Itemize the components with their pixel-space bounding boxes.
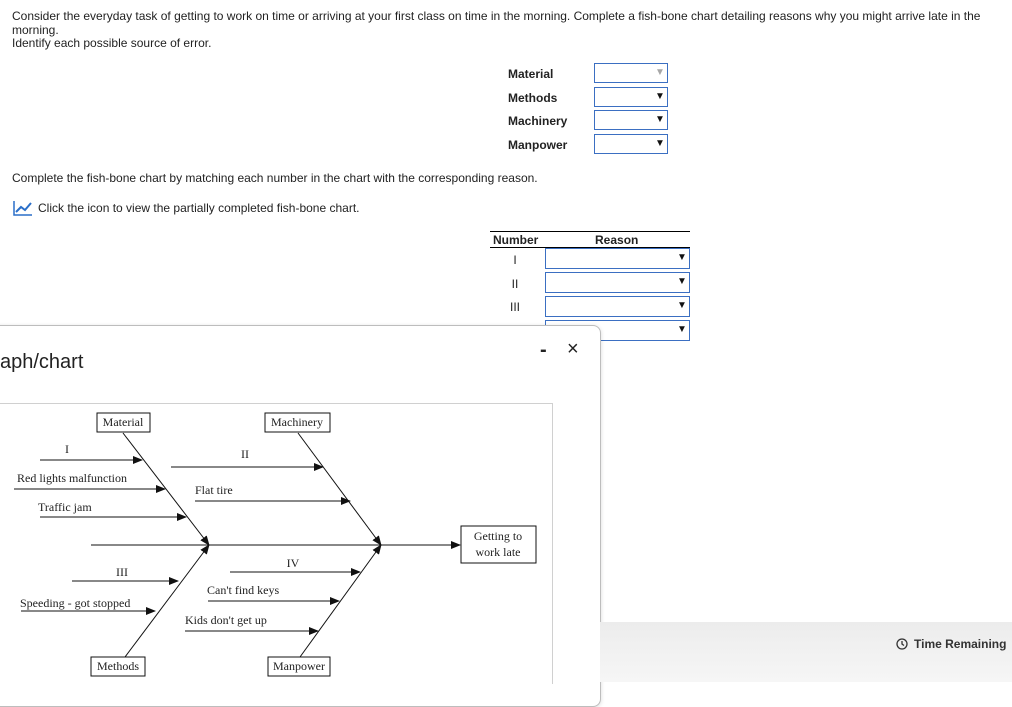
chart-frame: [0, 403, 553, 684]
clock-icon: [896, 638, 908, 650]
category-select-manpower[interactable]: ▼: [594, 134, 668, 154]
footer-bar: [600, 622, 1012, 682]
chart-icon-link-text[interactable]: Click the icon to view the partially com…: [38, 201, 360, 215]
col-header-reason: Reason: [595, 233, 639, 247]
cause-red-lights: Red lights malfunction: [17, 471, 127, 485]
effect-text-2: work late: [476, 545, 521, 559]
dropdown-arrow-icon: ▼: [655, 114, 665, 125]
bone-manpower: [299, 544, 382, 658]
num-iv-label: IV: [287, 556, 300, 570]
reason-select-1[interactable]: ▼: [545, 248, 690, 269]
bone-machinery: [297, 432, 382, 546]
category-select-machinery[interactable]: ▼: [594, 110, 668, 130]
dropdown-arrow-icon: ▼: [655, 67, 665, 78]
question-text: Consider the everyday task of getting to…: [12, 9, 981, 37]
table-header-rule: [490, 247, 690, 248]
fishbone-diagram: Material Machinery Methods Manpower Gett…: [14, 412, 537, 677]
category-select-methods[interactable]: ▼: [594, 87, 668, 107]
num-iii-label: III: [116, 565, 128, 579]
number-cell: I: [513, 253, 517, 267]
minimize-icon[interactable]: -: [540, 339, 547, 361]
line-chart-icon[interactable]: [12, 199, 34, 217]
box-material: [96, 412, 151, 433]
col-header-number: Number: [493, 233, 539, 247]
category-label-material: Material: [508, 67, 554, 81]
box-machinery: [264, 412, 331, 433]
chart-popup-window: [0, 325, 601, 707]
num-ii-label: II: [241, 447, 249, 461]
bone-material: [122, 432, 210, 546]
dropdown-arrow-icon: ▼: [677, 300, 687, 311]
dropdown-arrow-icon: ▼: [655, 138, 665, 149]
match-instruction: Complete the fish-bone chart by matching…: [12, 171, 538, 185]
cat-methods-text: Methods: [97, 659, 139, 673]
time-remaining-label: Time Remaining: [914, 637, 1007, 651]
cause-keys: Can't find keys: [207, 583, 279, 597]
reason-select-3[interactable]: ▼: [545, 296, 690, 317]
effect-text-1: Getting to: [474, 529, 522, 543]
cat-machinery-text: Machinery: [271, 415, 323, 429]
dropdown-arrow-icon: ▼: [677, 252, 687, 263]
dropdown-arrow-icon: ▼: [677, 276, 687, 287]
reason-select-2[interactable]: ▼: [545, 272, 690, 293]
cat-material-text: Material: [103, 415, 144, 429]
bone-methods: [124, 544, 210, 658]
dropdown-arrow-icon: ▼: [655, 91, 665, 102]
category-label-manpower: Manpower: [508, 138, 568, 152]
popup-title: aph/chart: [0, 351, 84, 373]
dropdown-arrow-icon: ▼: [677, 324, 687, 335]
category-label-methods: Methods: [508, 91, 558, 105]
num-i-label: I: [65, 442, 69, 456]
cause-traffic-jam: Traffic jam: [38, 500, 92, 514]
time-remaining[interactable]: Time Remaining: [896, 637, 1006, 651]
cause-speeding: Speeding - got stopped: [20, 596, 130, 610]
box-effect: [460, 525, 537, 564]
number-cell: III: [509, 300, 520, 314]
close-icon[interactable]: ×: [567, 338, 579, 360]
box-methods: [90, 656, 146, 677]
cat-manpower-text: Manpower: [273, 659, 325, 673]
category-select-material[interactable]: ▼: [594, 63, 668, 83]
box-manpower: [267, 656, 331, 677]
category-label-machinery: Machinery: [508, 114, 568, 128]
number-cell: II: [511, 277, 519, 291]
cause-kids: Kids don't get up: [185, 613, 267, 627]
cause-flat-tire: Flat tire: [195, 483, 233, 497]
question-subtext: Identify each possible source of error.: [12, 36, 212, 50]
table-top-rule: [490, 231, 690, 232]
